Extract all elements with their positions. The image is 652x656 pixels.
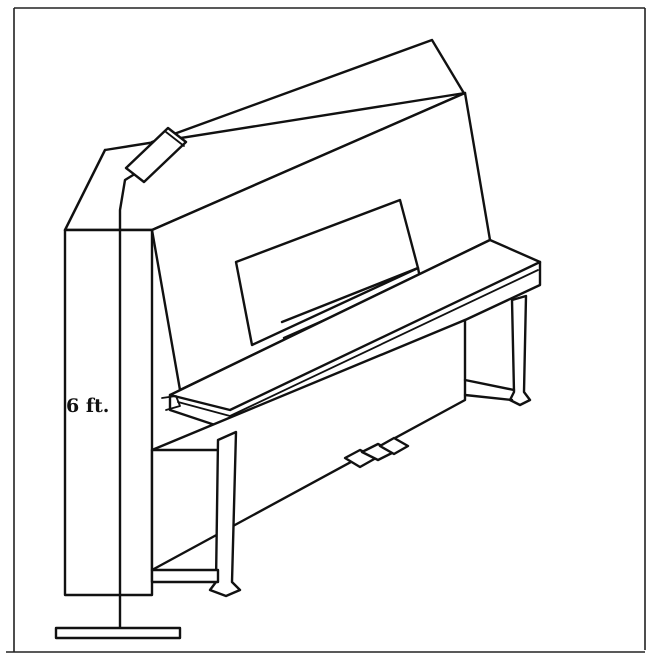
piano-left-leg — [208, 430, 242, 598]
piano-right-leg — [463, 294, 532, 407]
piano-bottom-rail — [150, 568, 220, 584]
piano-pedals — [343, 436, 410, 469]
microphone-icon — [124, 126, 188, 184]
microphone-stand — [54, 170, 182, 640]
image-frame — [6, 7, 646, 653]
keyboard-ledge — [161, 238, 542, 432]
height-label: 6 ft. — [66, 395, 109, 417]
